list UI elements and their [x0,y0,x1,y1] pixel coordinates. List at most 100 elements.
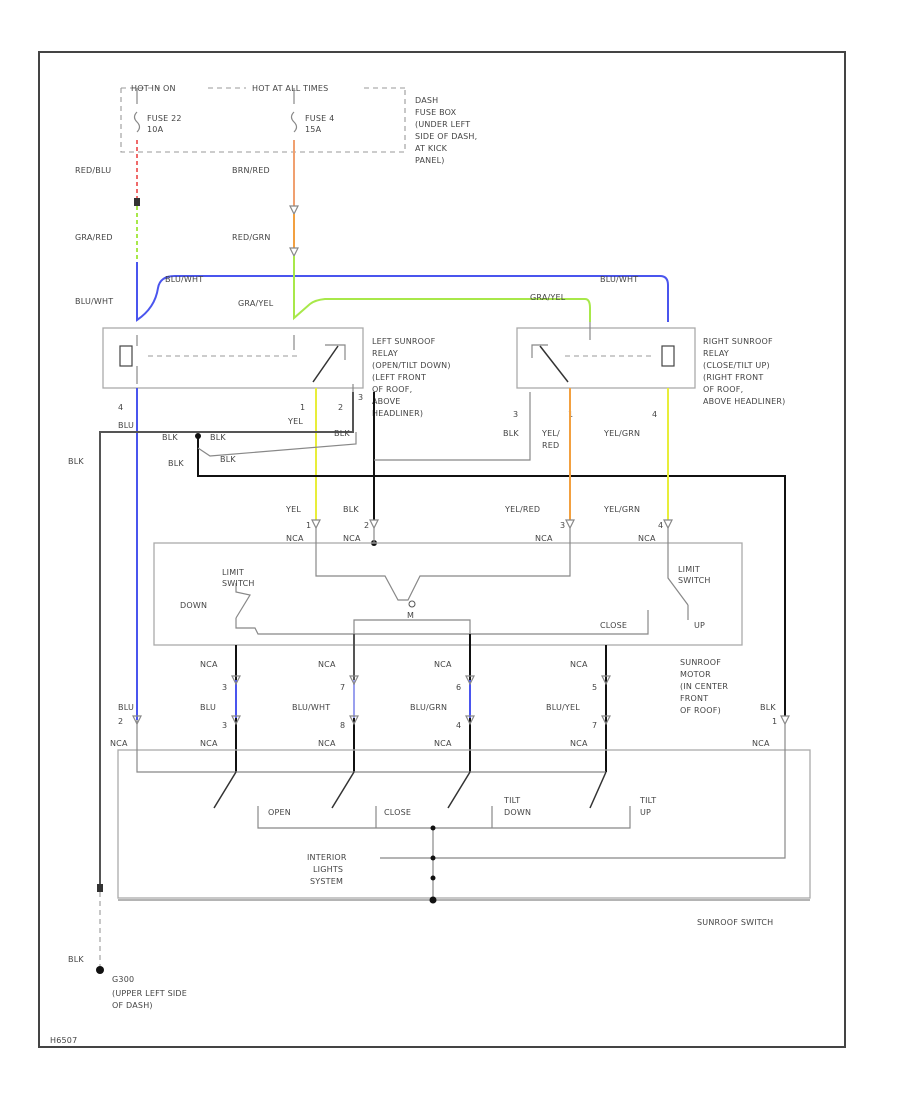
ground-g300: BLK G300 (UPPER LEFT SIDE OF DASH) [68,884,187,1010]
wire-label-blk-junction-a: BLK [162,433,178,442]
left-relay: LEFT SUNROOF RELAY (OPEN/TILT DOWN) (LEF… [102,327,451,418]
wire-blk-junction-b [197,432,357,457]
conn-nca-c: NCA [434,660,452,669]
wire-bottom-continue [235,718,607,772]
conn-nca-f: NCA [318,739,336,748]
wire-label-yel: YEL [287,417,303,426]
right-relay-label-2: (CLOSE/TILT UP) [703,361,770,370]
sunroof-motor: LIMIT SWITCH LIMIT SWITCH DOWN UP M CLOS… [153,528,743,715]
wire-label-blu-bottom: BLU [200,703,216,712]
left-relay-label-3: (LEFT FRONT [372,373,426,382]
limit-switch-right-0: LIMIT [678,565,700,574]
diagram-id: H6507 [50,1036,77,1045]
wire-label-red-grn: RED/GRN [232,233,271,242]
fuse4-symbol [290,111,298,133]
wire-label-blk-ground: BLK [68,955,84,964]
motor-pin-4: 4 [658,521,663,530]
wire-blk-right-relay [374,392,531,461]
wire-blk-junction [197,436,786,716]
conn-left-pin: 2 [118,717,123,726]
left-relay-label-5: ABOVE [372,397,401,406]
fusebox-location-5: PANEL) [415,156,445,165]
motor-pin-2: 2 [364,521,369,530]
right-relay-pin-4: 4 [652,410,657,419]
switch-node-b [430,855,436,861]
conn-nca-a: NCA [200,660,218,669]
fuse22-name: FUSE 22 [147,114,182,123]
wire-label-blu-wht-top-right: BLU/WHT [600,275,638,284]
ground-location-1: OF DASH) [112,1001,153,1010]
conn-lower-pin-b: 8 [340,721,345,730]
wire-label-blu-wht-bottom: BLU/WHT [292,703,330,712]
wire-label-gra-red: GRA/RED [75,233,113,242]
switch-tilt-up-1: UP [640,808,651,817]
switch-node-d [429,896,437,904]
motor-label-3: FRONT [680,694,708,703]
conn-nca-g: NCA [434,739,452,748]
wire-label-red-blu: RED/BLU [75,166,111,175]
motor-label-2: (IN CENTER [680,682,728,691]
left-relay-label-2: (OPEN/TILT DOWN) [372,361,451,370]
conn-lower-pin-a: 3 [222,721,227,730]
right-relay-label-3: (RIGHT FRONT [703,373,763,382]
right-relay-label-5: ABOVE HEADLINER) [703,397,786,406]
wire-label-brn-red: BRN/RED [232,166,270,175]
left-relay-pin-2: 2 [338,403,343,412]
left-relay-label-6: HEADLINER) [372,409,423,418]
limit-switch-left-0: LIMIT [222,568,244,577]
wire-label-yel-grn-relay: YEL/GRN [603,429,640,438]
left-relay-pin-1: 1 [300,403,305,412]
switch-open-label: OPEN [268,808,291,817]
left-relay-label-1: RELAY [372,349,398,358]
fusebox-location-1: FUSE BOX [415,108,457,117]
connector-b [289,205,299,216]
fusebox-location-3: SIDE OF DASH, [415,132,477,141]
fuse4-name: FUSE 4 [305,114,334,123]
motor-pin-3: 3 [560,521,565,530]
switch-tilt-up-0: TILT [639,796,656,805]
conn-nca-left: NCA [110,739,128,748]
ground-id: G300 [112,975,134,984]
conn-lower-pin-d: 7 [592,721,597,730]
left-relay-pin-3: 3 [358,393,363,402]
motor-down-label: DOWN [180,601,207,610]
fuse-box: HOT IN ON HOT AT ALL TIMES FUSE 22 10A F… [120,84,477,165]
motor-m-label: M [407,611,414,620]
wire-label-blk-junction-b: BLK [210,433,226,442]
fusebox-location-2: (UNDER LEFT [415,120,470,129]
wire-label-blk-left: BLK [68,457,84,466]
fusebox-location-0: DASH [415,96,438,105]
wire-label-blk-right-relay: BLK [503,429,519,438]
conn-upper-pin-c: 6 [456,683,461,692]
sunroof-switch-label: SUNROOF SWITCH [697,918,773,927]
limit-switch-left-1: SWITCH [222,579,255,588]
ground-location-0: (UPPER LEFT SIDE [112,989,187,998]
limit-switch-right-1: SWITCH [678,576,711,585]
conn-upper-pin-a: 3 [222,683,227,692]
fuse4-rating: 15A [305,125,322,134]
left-relay-label-0: LEFT SUNROOF [372,337,436,346]
switch-tilt-down-0: TILT [503,796,520,805]
wire-label-yel-red-relay-1: RED [542,441,559,450]
conn-nca-d: NCA [570,660,588,669]
fuse22-rating: 10A [147,125,164,134]
wire-blk-relay-loop [99,392,354,884]
hot-in-on-label: HOT IN ON [131,84,176,93]
interior-lights-0: INTERIOR [307,853,347,862]
motor-nca-3: NCA [535,534,553,543]
wire-label-blk-motor: BLK [760,703,776,712]
left-relay-pin-4: 4 [118,403,123,412]
conn-right-pin: 1 [772,717,777,726]
interior-lights-1: LIGHTS [313,865,343,874]
bottom-connectors: NCA NCA NCA NCA 3 7 6 5 BLU BLU/WHT BLU/… [110,660,790,748]
switch-node-a [430,825,436,831]
right-relay: RIGHT SUNROOF RELAY (CLOSE/TILT UP) (RIG… [513,322,786,419]
wire-blu-wht-main [136,262,669,322]
motor-pin-1: 1 [306,521,311,530]
wire-label-blk-junction-c: BLK [220,455,236,464]
hot-at-all-times-label: HOT AT ALL TIMES [252,84,328,93]
wire-label-blk-lower: BLK [168,459,184,468]
wire-label-blu-wht: BLU/WHT [75,297,113,306]
conn-upper-pin-b: 7 [340,683,345,692]
wire-label-blu: BLU [118,421,134,430]
